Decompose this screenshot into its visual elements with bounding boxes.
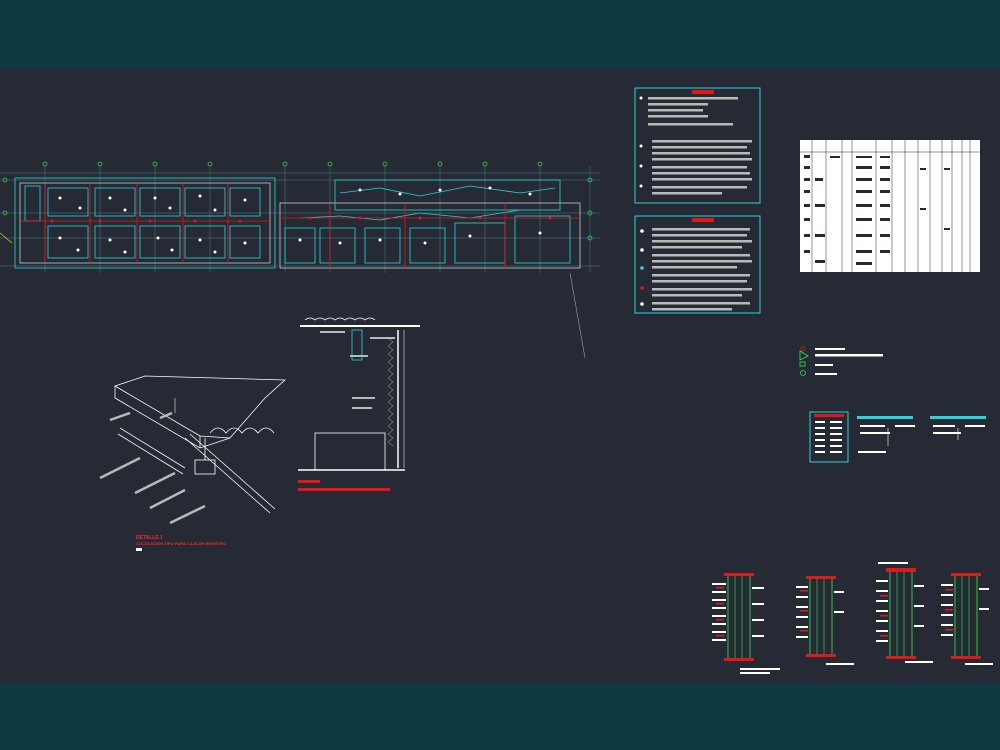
plan-red-fixtures — [50, 216, 552, 223]
riser-red-marks — [716, 587, 953, 637]
detail-1-subcaption: COLOCACION TIPO PARA CAJA DE REGISTRO — [136, 541, 227, 546]
section-caption-bar-2 — [298, 480, 320, 483]
symbol-legend — [799, 346, 883, 376]
riser-1 — [724, 573, 780, 674]
notes-panel-top — [634, 87, 761, 204]
cad-drawing-canvas[interactable]: DETALLE 1 COLOCACION TIPO PARA CAJA DE R… — [0, 68, 1000, 684]
isometric-labels — [99, 411, 206, 525]
plan-fixtures — [58, 186, 542, 254]
floor-plan — [0, 161, 600, 359]
detail-1-caption: DETALLE 1 — [136, 535, 163, 541]
schedule-table — [800, 140, 980, 272]
riser-diagrams — [712, 562, 993, 674]
window-top-bar — [0, 0, 1000, 68]
detail-section — [298, 317, 420, 471]
cad-drawing — [0, 87, 993, 674]
detail-isometric — [99, 375, 287, 525]
grid-bubbles — [2, 161, 593, 241]
window-bottom-bar — [0, 684, 1000, 750]
section-labels — [320, 331, 395, 409]
riser-4 — [951, 573, 993, 665]
section-caption-bar-1 — [298, 488, 390, 491]
riser-2 — [806, 576, 854, 665]
detail-1-scale-mark — [136, 548, 142, 551]
riser-3 — [878, 562, 933, 663]
riser-labels — [712, 580, 989, 642]
notes-panel-bottom — [634, 215, 761, 314]
small-detail-block — [809, 411, 986, 463]
